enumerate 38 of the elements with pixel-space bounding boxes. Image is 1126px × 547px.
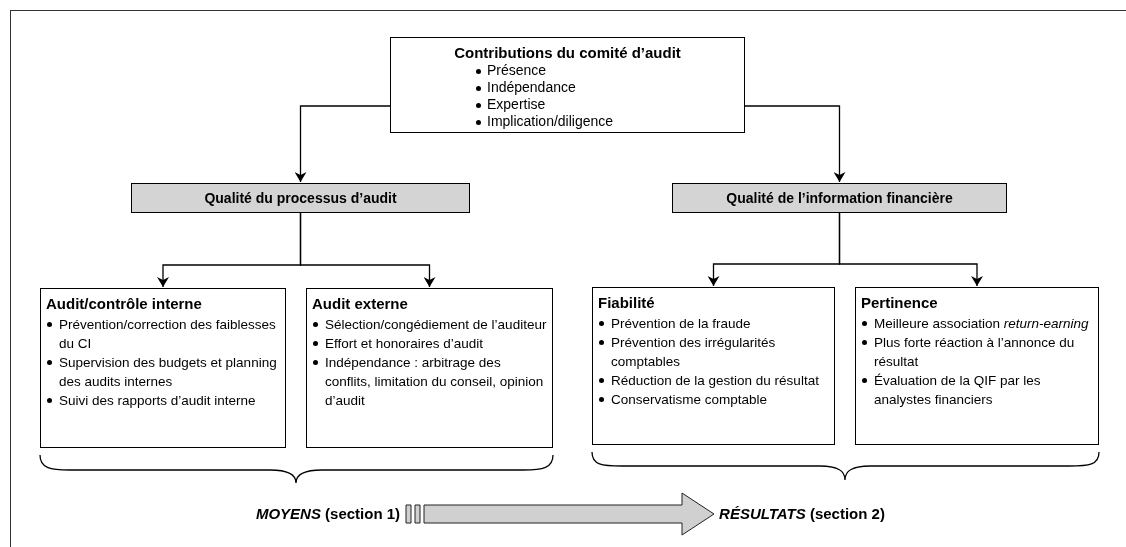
bullet-text: Expertise — [487, 96, 546, 112]
category-band — [131, 183, 470, 213]
bullet-text: Sélection/congédiement de l’auditeur — [325, 317, 547, 332]
connector-arrow — [838, 212, 983, 287]
box-heading: Audit externe — [312, 294, 409, 314]
category-band — [672, 183, 1007, 213]
bullet-text: Effort et honoraires d’audit — [325, 336, 484, 351]
connector-arrow — [294, 105, 391, 183]
bullet-text: Prévention/correction des faiblesses du CI — [59, 317, 276, 351]
block-arrow — [405, 492, 715, 536]
bullet-list-box — [855, 287, 1099, 445]
bullet-list-box — [592, 287, 835, 445]
box-heading: Pertinence — [861, 293, 939, 313]
box-heading: Audit/contrôle interne — [46, 294, 203, 314]
section-label: MOYENS (section 1) — [255, 503, 401, 524]
bullet-text: Indépendance : arbitrage des conflits, limitation du conseil, opinion d’audit — [325, 355, 544, 408]
bullet-text: Évaluation de la QIF par les analystes financiers — [874, 373, 1041, 407]
bullet-text: Réduction de la gestion du résultat — [611, 373, 819, 388]
bullet-list-box — [40, 288, 286, 448]
bullet-text: Prévention de la fraude — [611, 316, 751, 331]
band-label: Qualité de l’information financière — [726, 188, 953, 208]
connector-arrow — [299, 212, 436, 288]
bullet-text: Meilleure association return-earning — [874, 316, 1089, 331]
box-heading: Fiabilité — [598, 293, 656, 313]
bullet-text: Conservatisme comptable — [611, 392, 768, 407]
band-label: Qualité du processus d’audit — [204, 188, 397, 208]
contribution-box — [390, 37, 745, 133]
bullet-text: Prévention des irrégularités comptables — [611, 335, 776, 369]
bullet-text: Plus forte réaction à l’annonce du résultat — [874, 335, 1075, 369]
bullet-text: Suivi des rapports d’audit interne — [59, 393, 256, 408]
bullet-text: Indépendance — [487, 79, 576, 95]
bullet-list-box — [306, 288, 553, 448]
connector-arrow — [744, 105, 846, 183]
box-heading: Contributions du comité d’audit — [453, 44, 682, 61]
bullet-text: Implication/diligence — [487, 113, 614, 129]
bullet-text: Supervision des budgets et planning des audits internes — [59, 355, 277, 389]
section-label: RÉSULTATS (section 2) — [719, 503, 885, 524]
bullet-text: Présence — [487, 62, 547, 78]
